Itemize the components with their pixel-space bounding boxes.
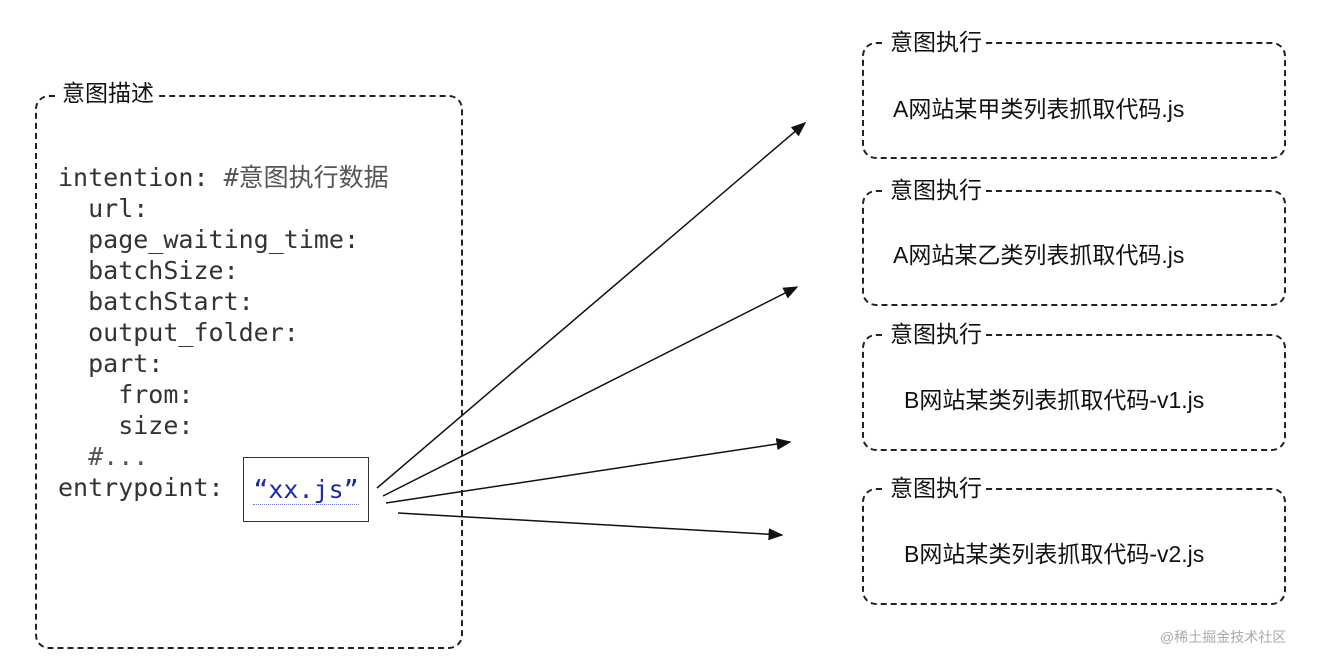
code-line: entrypoint: [58,472,389,503]
code-line: output_folder: [58,317,389,348]
watermark: @稀土掘金技术社区 [1160,629,1287,645]
arrow-to-execution-3 [385,438,792,504]
execution-file-3: B网站某类列表抓取代码-v1.js [904,387,1205,413]
code-key: intention: [58,163,224,192]
code-line: size: [58,410,389,441]
intent-code: intention: #意图执行数据 url: page_waiting_tim… [58,162,389,503]
intent-description-title: 意图描述 [58,80,158,106]
execution-file-2: A网站某乙类列表抓取代码.js [893,242,1185,268]
code-key: batchStart: [58,287,254,316]
code-line: page_waiting_time: [58,224,389,255]
code-key [58,442,88,471]
execution-box-4 [862,488,1286,605]
execution-file-4: B网站某类列表抓取代码-v2.js [904,541,1205,567]
code-line: from: [58,379,389,410]
code-key: page_waiting_time: [58,225,360,254]
execution-title-3: 意图执行 [886,321,986,347]
code-key: size: [58,411,194,440]
execution-box-1 [862,42,1286,159]
code-comment: #意图执行数据 [223,163,389,192]
code-key: from: [58,380,194,409]
code-key: output_folder: [58,318,299,347]
execution-title-1: 意图执行 [886,29,986,55]
execution-title-4: 意图执行 [886,475,986,501]
execution-box-3 [862,334,1286,451]
execution-box-2 [862,190,1286,306]
arrow-to-execution-1 [376,122,807,489]
code-line: url: [58,193,389,224]
intent-description-box [35,95,463,649]
code-comment: #... [88,442,149,471]
code-line: intention: #意图执行数据 [58,162,389,193]
code-line: #... [58,441,389,472]
code-line: part: [58,348,389,379]
code-key: part: [58,349,164,378]
code-key: url: [58,194,149,223]
execution-file-1: A网站某甲类列表抓取代码.js [893,96,1185,122]
code-line: batchStart: [58,286,389,317]
entrypoint-value-box: “xx.js” [243,457,369,522]
entrypoint-value: “xx.js” [253,474,359,505]
code-line: batchSize: [58,255,389,286]
execution-title-2: 意图执行 [886,177,986,203]
arrow-to-execution-2 [382,286,799,497]
code-key: entrypoint: [58,473,224,502]
code-key: batchSize: [58,256,239,285]
